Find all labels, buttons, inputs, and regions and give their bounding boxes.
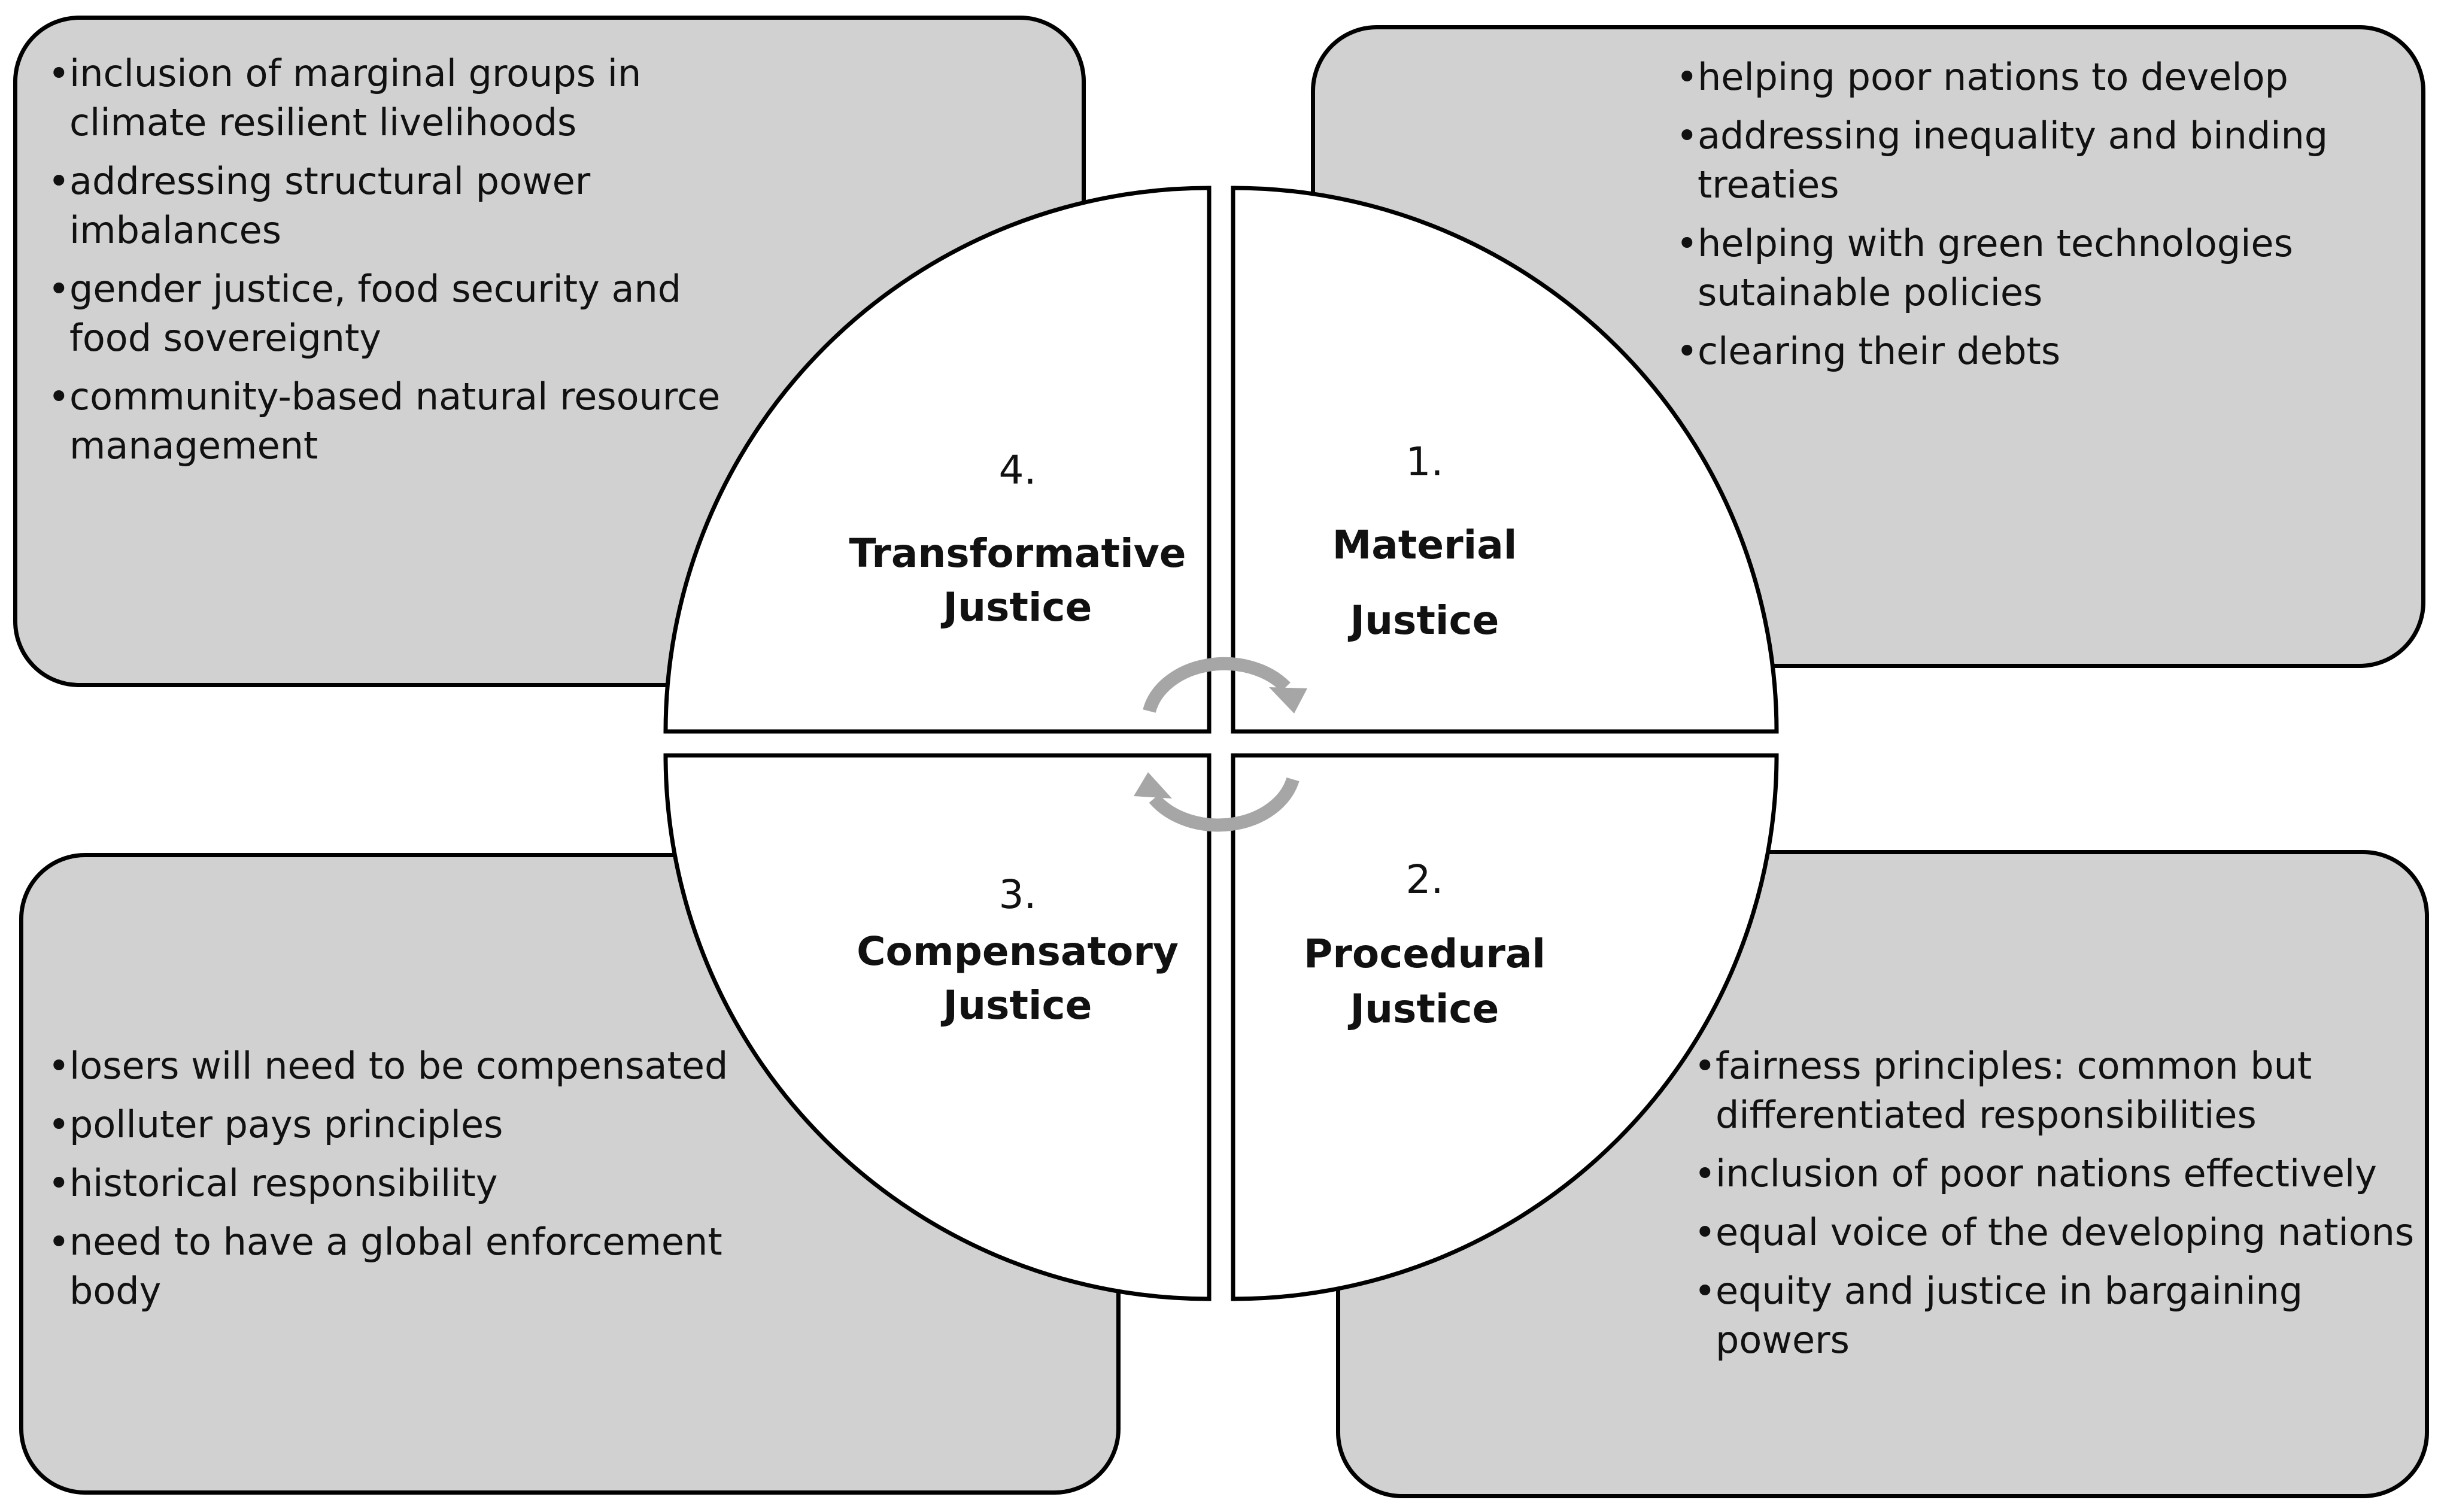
list-item: losers will need to be compensated	[48, 1042, 760, 1091]
list-item: addressing structural power imbalances	[48, 157, 760, 255]
cycle-arrow-lower	[1149, 777, 1300, 832]
quadrant-title-line: Material	[1332, 522, 1517, 568]
quadrant-title-line: Justice	[1350, 986, 1499, 1032]
transformative-justice-list: inclusion of marginal groups in climate …	[48, 49, 760, 480]
transformative-justice-label: 4. Transformative Justice	[826, 443, 1209, 634]
list-item: community-based natural resource managem…	[48, 372, 760, 470]
quadrant-number: 2.	[1405, 857, 1444, 903]
compensatory-justice-list: losers will need to be compensated pollu…	[48, 1042, 760, 1325]
material-justice-label: 1. Material Justice	[1257, 432, 1592, 658]
list-item: historical responsibility	[48, 1159, 760, 1208]
quadrant-title-line: Procedural	[1303, 931, 1546, 977]
procedural-justice-list: fairness principles: common but differen…	[1694, 1042, 2424, 1374]
compensatory-justice-label: 3. Compensatory Justice	[826, 865, 1209, 1033]
list-item: polluter pays principles	[48, 1100, 760, 1149]
cycle-arrow-lower-head	[1134, 772, 1172, 798]
procedural-justice-label: 2. Procedural Justice	[1257, 850, 1592, 1037]
quadrant-number: 3.	[998, 872, 1037, 918]
quadrant-number: 4.	[998, 447, 1037, 493]
list-item: equal voice of the developing nations	[1694, 1208, 2424, 1257]
list-item: inclusion of poor nations effectively	[1694, 1149, 2424, 1198]
list-item: gender justice, food security and food s…	[48, 265, 760, 363]
quadrant-title-line: Compensatory	[857, 928, 1179, 974]
material-justice-list: helping poor nations to develop addressi…	[1676, 53, 2412, 385]
list-item: inclusion of marginal groups in climate …	[48, 49, 760, 147]
list-item: helping poor nations to develop	[1676, 53, 2412, 102]
list-item: helping with green technologies sutainab…	[1676, 219, 2412, 317]
quadrant-compensatory	[663, 753, 1212, 1301]
list-item: fairness principles: common but differen…	[1694, 1042, 2424, 1140]
quadrant-material	[1231, 186, 1779, 734]
quadrant-transformative	[663, 186, 1212, 734]
quadrant-title-line: Justice	[1350, 597, 1499, 643]
cycle-arrow-upper	[1143, 657, 1291, 714]
list-item: need to have a global enforcement body	[48, 1218, 760, 1316]
circular-cycle-arrows-icon	[1134, 657, 1307, 832]
quadrant-title-line: Justice	[943, 584, 1092, 630]
quadrant-title-line: Transformative	[849, 530, 1186, 576]
cycle-arrow-upper-head	[1269, 687, 1307, 714]
quadrant-procedural	[1231, 753, 1779, 1301]
quadrant-number: 1.	[1405, 439, 1444, 485]
quadrant-title-line: Justice	[943, 982, 1092, 1028]
list-item: equity and justice in bargaining powers	[1694, 1267, 2424, 1365]
list-item: clearing their debts	[1676, 327, 2412, 376]
list-item: addressing inequality and binding treati…	[1676, 111, 2412, 210]
